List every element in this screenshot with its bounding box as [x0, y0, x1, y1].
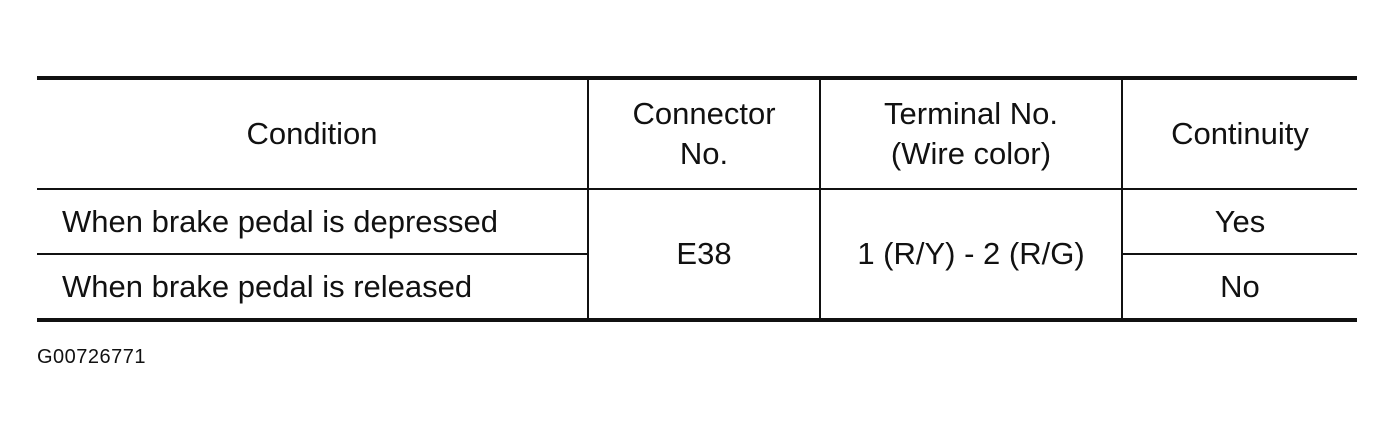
header-condition: Condition [37, 78, 589, 190]
continuity-cell: No [1220, 268, 1260, 304]
header-terminal-line1: Terminal No. [884, 96, 1058, 131]
header-connector-line2: No. [679, 136, 729, 171]
header-row: Condition Connector No. Terminal No. (Wi… [37, 78, 1357, 190]
header-connector-no: Connector No. [588, 78, 821, 190]
table-row: When brake pedal is released No [37, 254, 1357, 320]
condition-cell: When brake pedal is released [37, 254, 589, 320]
condition-cell: When brake pedal is depressed [37, 189, 589, 255]
table-row: When brake pedal is depressed E38 1 (R/Y… [37, 189, 1357, 320]
header-terminal-no: Terminal No. (Wire color) [820, 78, 1123, 190]
header-connector-line1: Connector [632, 96, 776, 131]
terminal-cell: 1 (R/Y) - 2 (R/G) [820, 189, 1123, 320]
continuity-cell: Yes [1122, 189, 1357, 255]
header-continuity: Continuity [1122, 78, 1357, 190]
connector-cell: E38 [588, 189, 821, 320]
figure-id: G00726771 [37, 346, 147, 368]
continuity-spec-table: Condition Connector No. Terminal No. (Wi… [37, 76, 1357, 322]
header-terminal-line2: (Wire color) [890, 136, 1052, 171]
